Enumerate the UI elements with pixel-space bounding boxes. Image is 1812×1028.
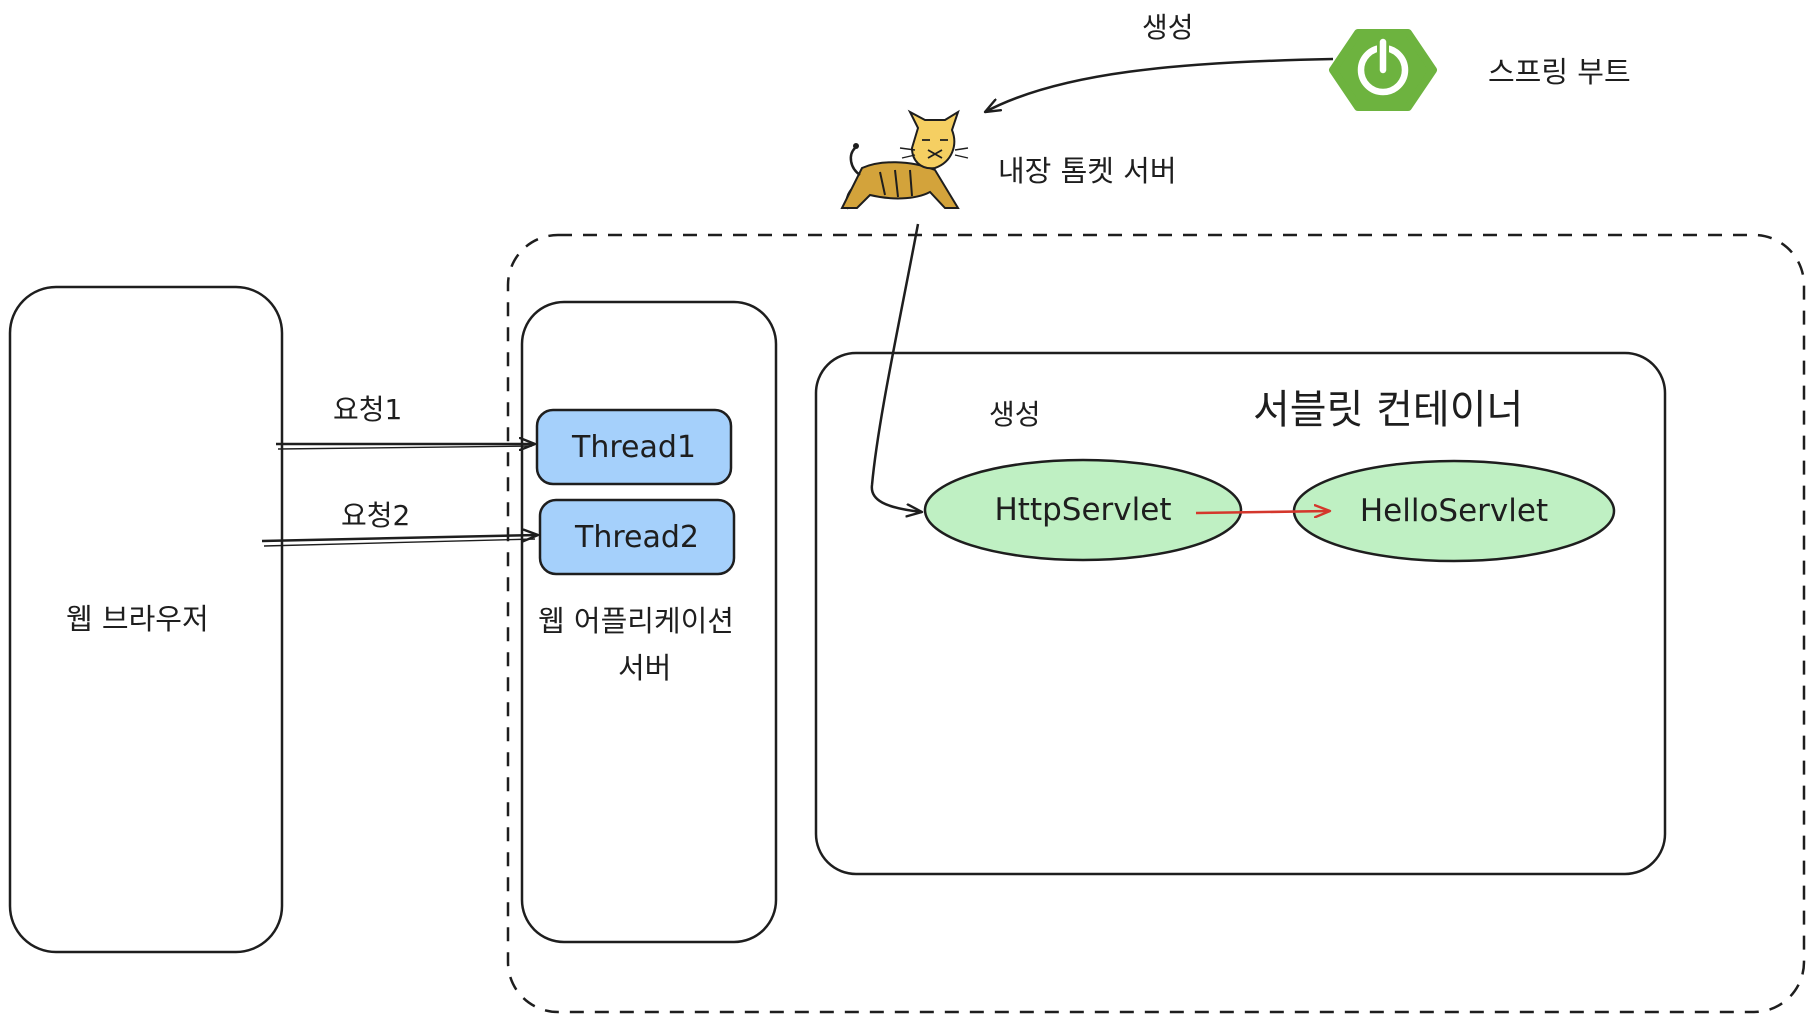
create-inner-label: 생성 (989, 398, 1041, 431)
request2-arrow (261, 535, 538, 541)
embedded-tomcat-label: 내장 톰켓 서버 (998, 154, 1177, 188)
web-app-server-label-line2: 서버 (618, 651, 672, 685)
spring-to-tomcat-arrow (985, 57, 1334, 112)
create-top-label: 생성 (1142, 11, 1194, 44)
tomcat-cat-icon (840, 109, 969, 210)
thread2-label: Thread2 (575, 519, 699, 555)
request1-label: 요청1 (333, 393, 403, 426)
spring-boot-label: 스프링 부트 (1488, 55, 1631, 89)
web-browser-label: 웹 브라우저 (66, 602, 209, 636)
thread1-label: Thread1 (572, 429, 696, 465)
hello-servlet-label: HelloServlet (1359, 493, 1549, 529)
web-browser-box (8, 285, 284, 954)
tomcat-to-servlet-arrow (870, 223, 922, 512)
servlet-container-box (814, 351, 1667, 876)
thread1-shape (535, 408, 733, 486)
request2-arrow-sketch (263, 538, 536, 547)
request1-arrow-sketch (277, 445, 533, 450)
embedded-tomcat-boundary (506, 233, 1806, 1014)
http-servlet-label: HttpServlet (994, 492, 1172, 528)
dispatch-arrow (1195, 511, 1330, 513)
thread2-shape (538, 498, 736, 576)
servlet-container-title: 서블릿 컨테이너 (1253, 387, 1524, 433)
request2-label: 요청2 (341, 499, 411, 532)
web-app-server-label-line1: 웹 어플리케이션 (538, 604, 734, 638)
http-servlet-shape (923, 458, 1243, 562)
spring-boot-power-icon (1329, 29, 1437, 111)
web-app-server-box (520, 300, 778, 944)
